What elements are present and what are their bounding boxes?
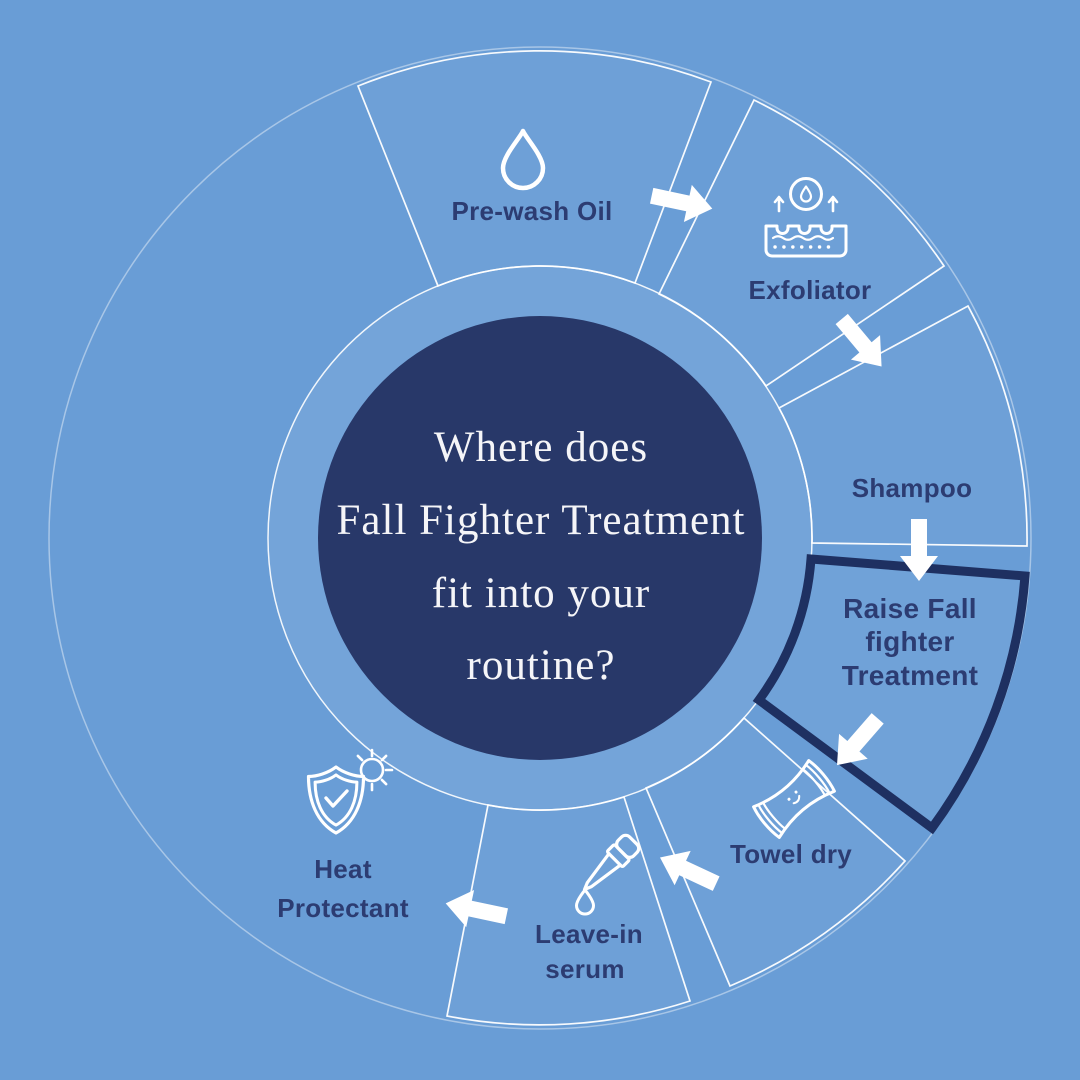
center-question-line-1: Where does (434, 424, 648, 471)
arrow-icon-leave-in-serum-to-heat-protectant (445, 889, 509, 928)
step-label-pre-wash-oil: Pre-wash Oil (451, 196, 612, 226)
step-label-exfoliator: Exfoliator (749, 275, 872, 305)
exfoliator-icon (764, 177, 848, 258)
arrow-icon-prewash-to-exfoliator (649, 184, 713, 223)
step-label-heat-line-2: Protectant (277, 893, 409, 923)
segment-leave-in-serum (446, 795, 692, 1026)
arrow-icon-towel-dry-to-leave-in-serum (659, 850, 720, 891)
step-label-shampoo: Shampoo (852, 473, 973, 503)
segment-shampoo (777, 304, 1028, 547)
outer-guide-circle (48, 46, 1032, 1030)
towel-icon (752, 759, 836, 839)
segment-towel-dry (644, 716, 907, 988)
shield-check-sun-icon (306, 748, 394, 835)
step-label-leave-in-line-1: Leave-in (535, 919, 643, 949)
arrow-icon-exfoliator-to-shampoo (835, 313, 882, 367)
dropper-icon (575, 833, 641, 916)
center-question-text: Where does Fall Fighter Treatment fit in… (337, 424, 746, 689)
step-label-leave-in-serum: Leave-in serum (535, 919, 643, 984)
center-question-line-3: fit into your (432, 570, 650, 617)
center-question-line-4: routine? (467, 642, 616, 689)
step-labels: Pre-wash Oil Exfoliator Shampoo Raise Fa… (277, 196, 978, 984)
step-label-heat-protectant: Heat Protectant (277, 854, 409, 923)
step-label-raise-line-3: Treatment (842, 660, 979, 691)
arrow-icon-treatment-to-towel-dry (837, 713, 884, 766)
droplet-icon (500, 128, 546, 191)
segment-raise-fall-fighter-treatment-highlighted (752, 554, 1030, 835)
step-label-heat-line-1: Heat (314, 854, 372, 884)
arrow-icon-shampoo-to-treatment (900, 519, 938, 581)
segment-exfoliator (657, 98, 946, 388)
center-circle (318, 316, 762, 760)
step-label-raise-line-2: fighter (865, 626, 954, 657)
center-question-line-2: Fall Fighter Treatment (337, 497, 746, 544)
step-label-leave-in-line-2: serum (545, 954, 625, 984)
step-label-raise-fall-fighter-treatment: Raise Fall fighter Treatment (842, 593, 979, 691)
segment-pre-wash-oil (356, 50, 713, 288)
step-label-towel-dry: Towel dry (730, 839, 852, 869)
flow-arrows (445, 184, 938, 928)
step-label-raise-line-1: Raise Fall (843, 593, 977, 624)
